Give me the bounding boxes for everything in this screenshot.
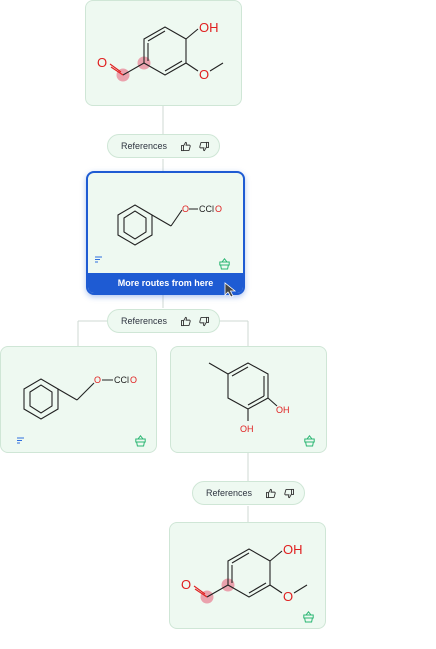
molecule-card-vanillin-bottom[interactable]: OH O O [169, 522, 326, 629]
oh-label: OH [199, 20, 219, 35]
basket-icon[interactable] [303, 611, 314, 623]
references-button[interactable]: References [121, 141, 168, 151]
thumbs-down-icon[interactable] [284, 488, 294, 499]
references-pill: References [192, 481, 305, 505]
cursor-icon [224, 282, 237, 298]
thumbs-up-icon[interactable] [181, 141, 191, 152]
references-button[interactable]: References [121, 316, 168, 326]
o-label: O [94, 375, 101, 385]
basket-icon[interactable] [135, 435, 146, 447]
o-label: O [97, 55, 107, 70]
references-pill: References [107, 309, 220, 333]
references-button[interactable]: References [206, 488, 253, 498]
oh-label: OH [276, 405, 290, 415]
oh-label: OH [240, 424, 254, 434]
vanillin-structure: OH O O [97, 20, 224, 82]
ccl-label: CCl [114, 375, 129, 385]
o-label: O [215, 204, 222, 214]
thumbs-down-icon[interactable] [199, 141, 209, 152]
o-label: O [182, 204, 189, 214]
benzyl-chloroformate-structure: O CCl O [23, 375, 137, 420]
ccl-label: CCl [199, 204, 214, 214]
details-lines-icon[interactable] [17, 437, 25, 444]
o-label: O [199, 67, 209, 82]
o-label: O [181, 577, 191, 592]
basket-icon[interactable] [304, 435, 315, 447]
thumbs-up-icon[interactable] [181, 316, 191, 327]
o-label: O [283, 589, 293, 604]
oh-label: OH [283, 542, 303, 557]
methylcatechol-structure: OH OH [208, 362, 290, 434]
thumbs-down-icon[interactable] [199, 316, 209, 327]
more-routes-button[interactable]: More routes from here [88, 273, 243, 293]
thumbs-up-icon[interactable] [266, 488, 276, 499]
molecule-card-vanillin-top[interactable]: OH O O [85, 0, 242, 106]
references-pill: References [107, 134, 220, 158]
molecule-card-methylcatechol[interactable]: OH OH [170, 346, 327, 453]
vanillin-structure: OH O O [181, 542, 308, 604]
basket-icon[interactable] [219, 258, 230, 270]
details-lines-icon[interactable] [95, 256, 103, 263]
molecule-card-selected[interactable]: O CCl O More routes from here [86, 171, 245, 295]
molecule-card-benzyl-chloroformate[interactable]: O CCl O [0, 346, 157, 453]
benzyl-chloroformate-structure: O CCl O [117, 204, 222, 246]
o-label: O [130, 375, 137, 385]
